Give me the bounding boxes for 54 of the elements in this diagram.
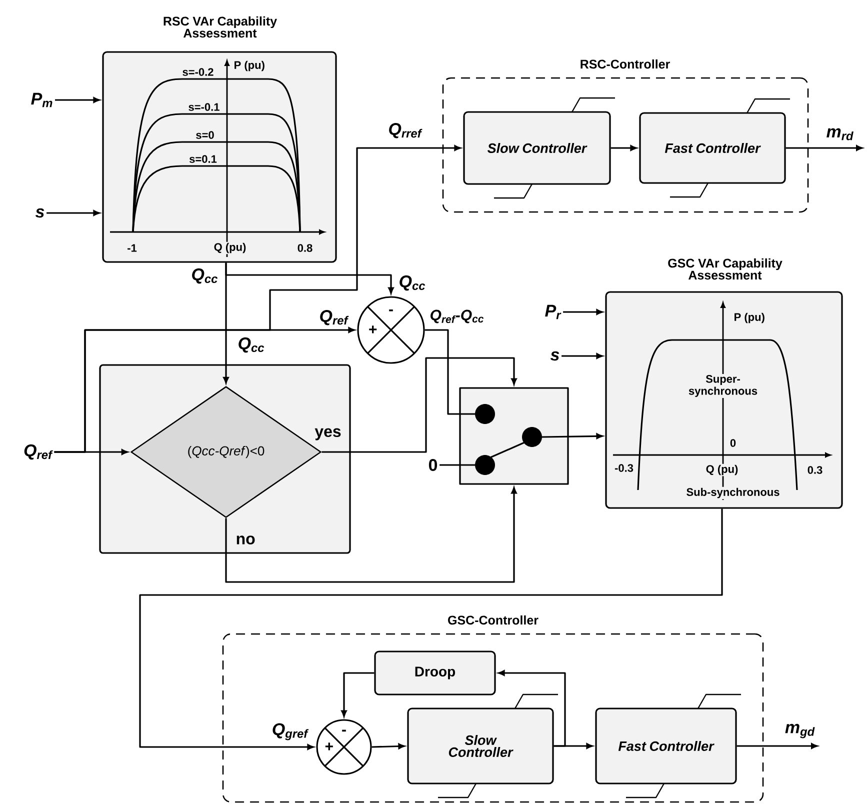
summing-junction: - + <box>316 719 372 775</box>
connector-arrow <box>225 487 517 583</box>
connector-arrow <box>322 357 517 453</box>
signal-label: s <box>550 351 560 361</box>
droop-block: Droop <box>374 650 496 696</box>
switch-box <box>459 387 569 485</box>
controller-block: Fast Controller <box>595 694 741 798</box>
connector-arrow <box>46 210 100 216</box>
curve-label: s=-0.1 <box>187 102 221 112</box>
edge-label: Q$_{cc}$ <box>238 337 264 353</box>
connector-arrow <box>54 145 461 453</box>
controller-block: Fast Controller <box>639 98 790 198</box>
connector-arrow <box>786 145 863 151</box>
connector-arrow <box>341 672 374 717</box>
connector-arrow <box>563 309 603 315</box>
axis-label: 0.3 <box>806 465 824 475</box>
edge-label: Q$_{cc}$ <box>400 275 426 291</box>
axis-label: 0.8 <box>296 243 314 253</box>
signal-label: 0 <box>428 459 438 472</box>
controller-block: Slow Controller <box>463 97 615 199</box>
controller-block: Slow Controller <box>407 694 558 798</box>
edge-label: m$_{rd}$ <box>826 128 854 140</box>
signal-label: Q$_{cc}$ <box>192 268 218 284</box>
region-label: Sub-synchronous <box>685 486 781 500</box>
curve-label: s=0.1 <box>188 154 218 164</box>
signal-label: P$_{r}$ <box>545 304 562 320</box>
signal-label: P$_{m}$ <box>31 92 52 108</box>
axis-label: -1 <box>126 243 138 253</box>
connector-arrow <box>562 353 603 359</box>
group-title: RSC-Controller <box>580 59 670 69</box>
connector-arrow <box>736 743 818 749</box>
signal-label: Q$_{ref}$ <box>24 444 53 460</box>
edge-label: Q$_{gref}$ <box>272 723 309 740</box>
group-title: GSC-Controller <box>448 615 538 625</box>
connector-arrow <box>610 145 637 151</box>
region-label: Super- synchronous <box>682 374 764 398</box>
curve-label: s=0 <box>194 130 216 140</box>
connector-arrow <box>225 262 394 294</box>
curve-label: s=-0.2 <box>181 67 215 77</box>
signal-label: s <box>35 208 44 218</box>
edge-label: Q$_{ref}$ <box>320 310 349 326</box>
axis-label: -0.3 <box>614 463 634 473</box>
edge-label: Q$_{ref}$-Q$_{cc}$ <box>430 310 484 324</box>
edge-label: Q$_{rref}$ <box>389 123 422 138</box>
block-title: RSC VAr Capability Assessment <box>164 16 277 38</box>
summing-junction: - + <box>357 296 425 364</box>
connector-arrow <box>139 508 723 750</box>
block-title: GSC VAr Capability Assessment <box>668 258 782 280</box>
connector-arrow <box>55 97 100 103</box>
edge-label: no <box>236 536 255 544</box>
connector-arrow <box>498 670 566 747</box>
connector-arrow <box>372 743 405 750</box>
connector-arrow <box>542 433 603 440</box>
edge-label: m$_{gd}$ <box>785 724 815 738</box>
